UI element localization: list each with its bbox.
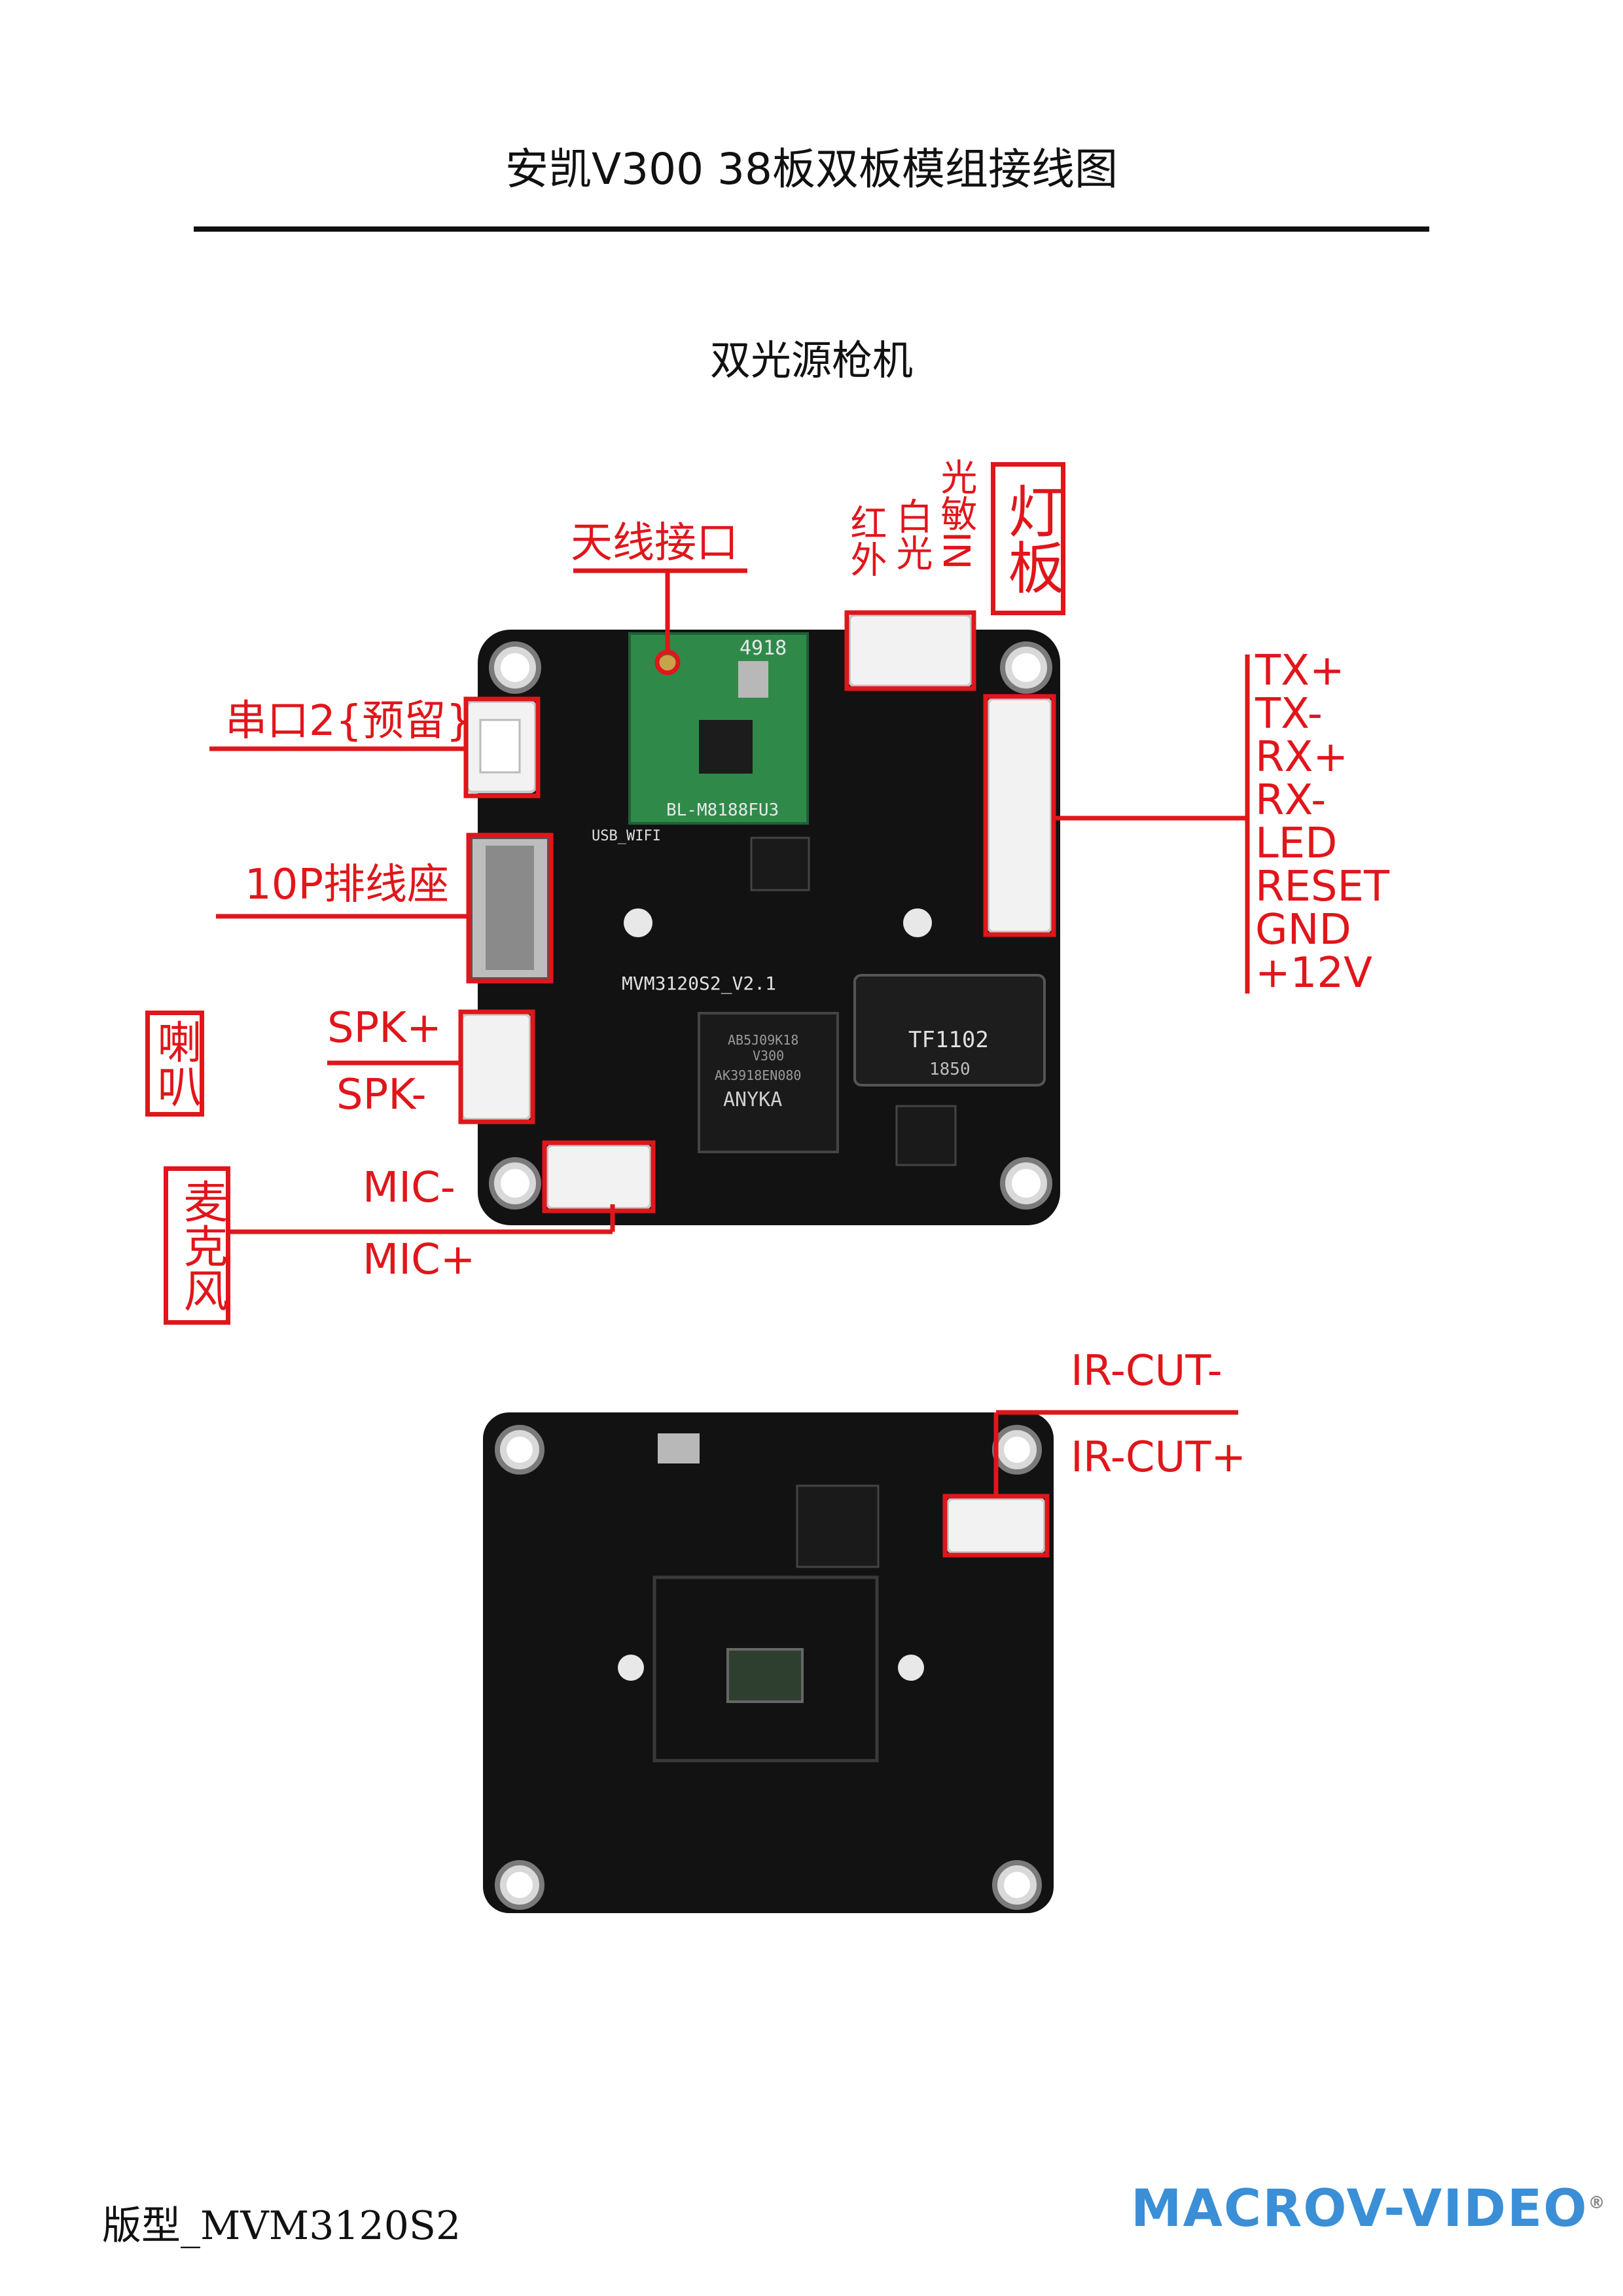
brand-logo: MACROV-VIDEO® bbox=[1131, 2179, 1607, 2238]
ffc-10p-label: 10P排线座 bbox=[245, 861, 450, 909]
pin-12v: +12V bbox=[1255, 949, 1372, 997]
pin-rx-plus: RX+ bbox=[1255, 733, 1348, 781]
light-board-label: 灯板 bbox=[991, 462, 1065, 615]
white-light-label: 白光 bbox=[890, 497, 933, 571]
uart2-label: 串口2{预留} bbox=[225, 697, 473, 745]
board-model-footer: 版型_MVM3120S2 bbox=[102, 2203, 461, 2249]
board-name-text: MVM3120S2_V2.1 bbox=[622, 973, 776, 995]
chip-line3-text: AB5J09K18 bbox=[728, 1032, 798, 1048]
photosensor-in-label: 光敏IN bbox=[935, 458, 977, 570]
pin-tx-plus: TX+ bbox=[1255, 647, 1345, 695]
chip-brand-text: ANYKA bbox=[723, 1088, 782, 1111]
document-title: 安凯V300 38板双板模组接线图 bbox=[505, 144, 1118, 194]
pin-tx-minus: TX- bbox=[1255, 690, 1323, 738]
ircut-plus-label: IR-CUT+ bbox=[1071, 1433, 1247, 1482]
registered-mark: ® bbox=[1588, 2193, 1607, 2213]
right-pin-list: TX+ TX- RX+ RX- LED RESET GND +12V bbox=[1255, 649, 1389, 995]
speaker-group-label: 喇叭 bbox=[145, 1011, 204, 1117]
antenna-label: 天线接口 bbox=[571, 519, 738, 567]
mic-plus-label: MIC+ bbox=[363, 1236, 476, 1284]
pin-gnd: GND bbox=[1255, 906, 1351, 954]
brand-logo-text: MACROV-VIDEO bbox=[1131, 2179, 1588, 2238]
transformer-code-text: 1850 bbox=[929, 1060, 971, 1079]
chip-line1-text: AK3918EN080 bbox=[715, 1067, 801, 1083]
usb-wifi-text: USB_WIFI bbox=[592, 828, 661, 844]
document-subtitle: 双光源枪机 bbox=[709, 336, 913, 384]
pin-led: LED bbox=[1255, 819, 1338, 868]
spk-minus-label: SPK- bbox=[336, 1071, 427, 1119]
ir-light-label: 红外 bbox=[844, 504, 887, 577]
annotation-lines bbox=[209, 568, 1250, 1558]
title-divider bbox=[194, 226, 1429, 232]
mic-minus-label: MIC- bbox=[363, 1164, 455, 1212]
chip-line2-text: V300 bbox=[753, 1048, 784, 1064]
wifi-module-text: BL-M8188FU3 bbox=[666, 800, 779, 820]
ircut-minus-label: IR-CUT- bbox=[1071, 1347, 1222, 1395]
mic-group-label: 麦克风 bbox=[164, 1166, 230, 1325]
pin-rx-minus: RX- bbox=[1255, 776, 1327, 825]
wifi-marking-text: 4918 bbox=[740, 637, 787, 660]
bottom-pcb bbox=[483, 1412, 1054, 1913]
pin-reset: RESET bbox=[1255, 863, 1390, 911]
transformer-text: TF1102 bbox=[908, 1027, 989, 1053]
spk-plus-label: SPK+ bbox=[327, 1004, 442, 1052]
